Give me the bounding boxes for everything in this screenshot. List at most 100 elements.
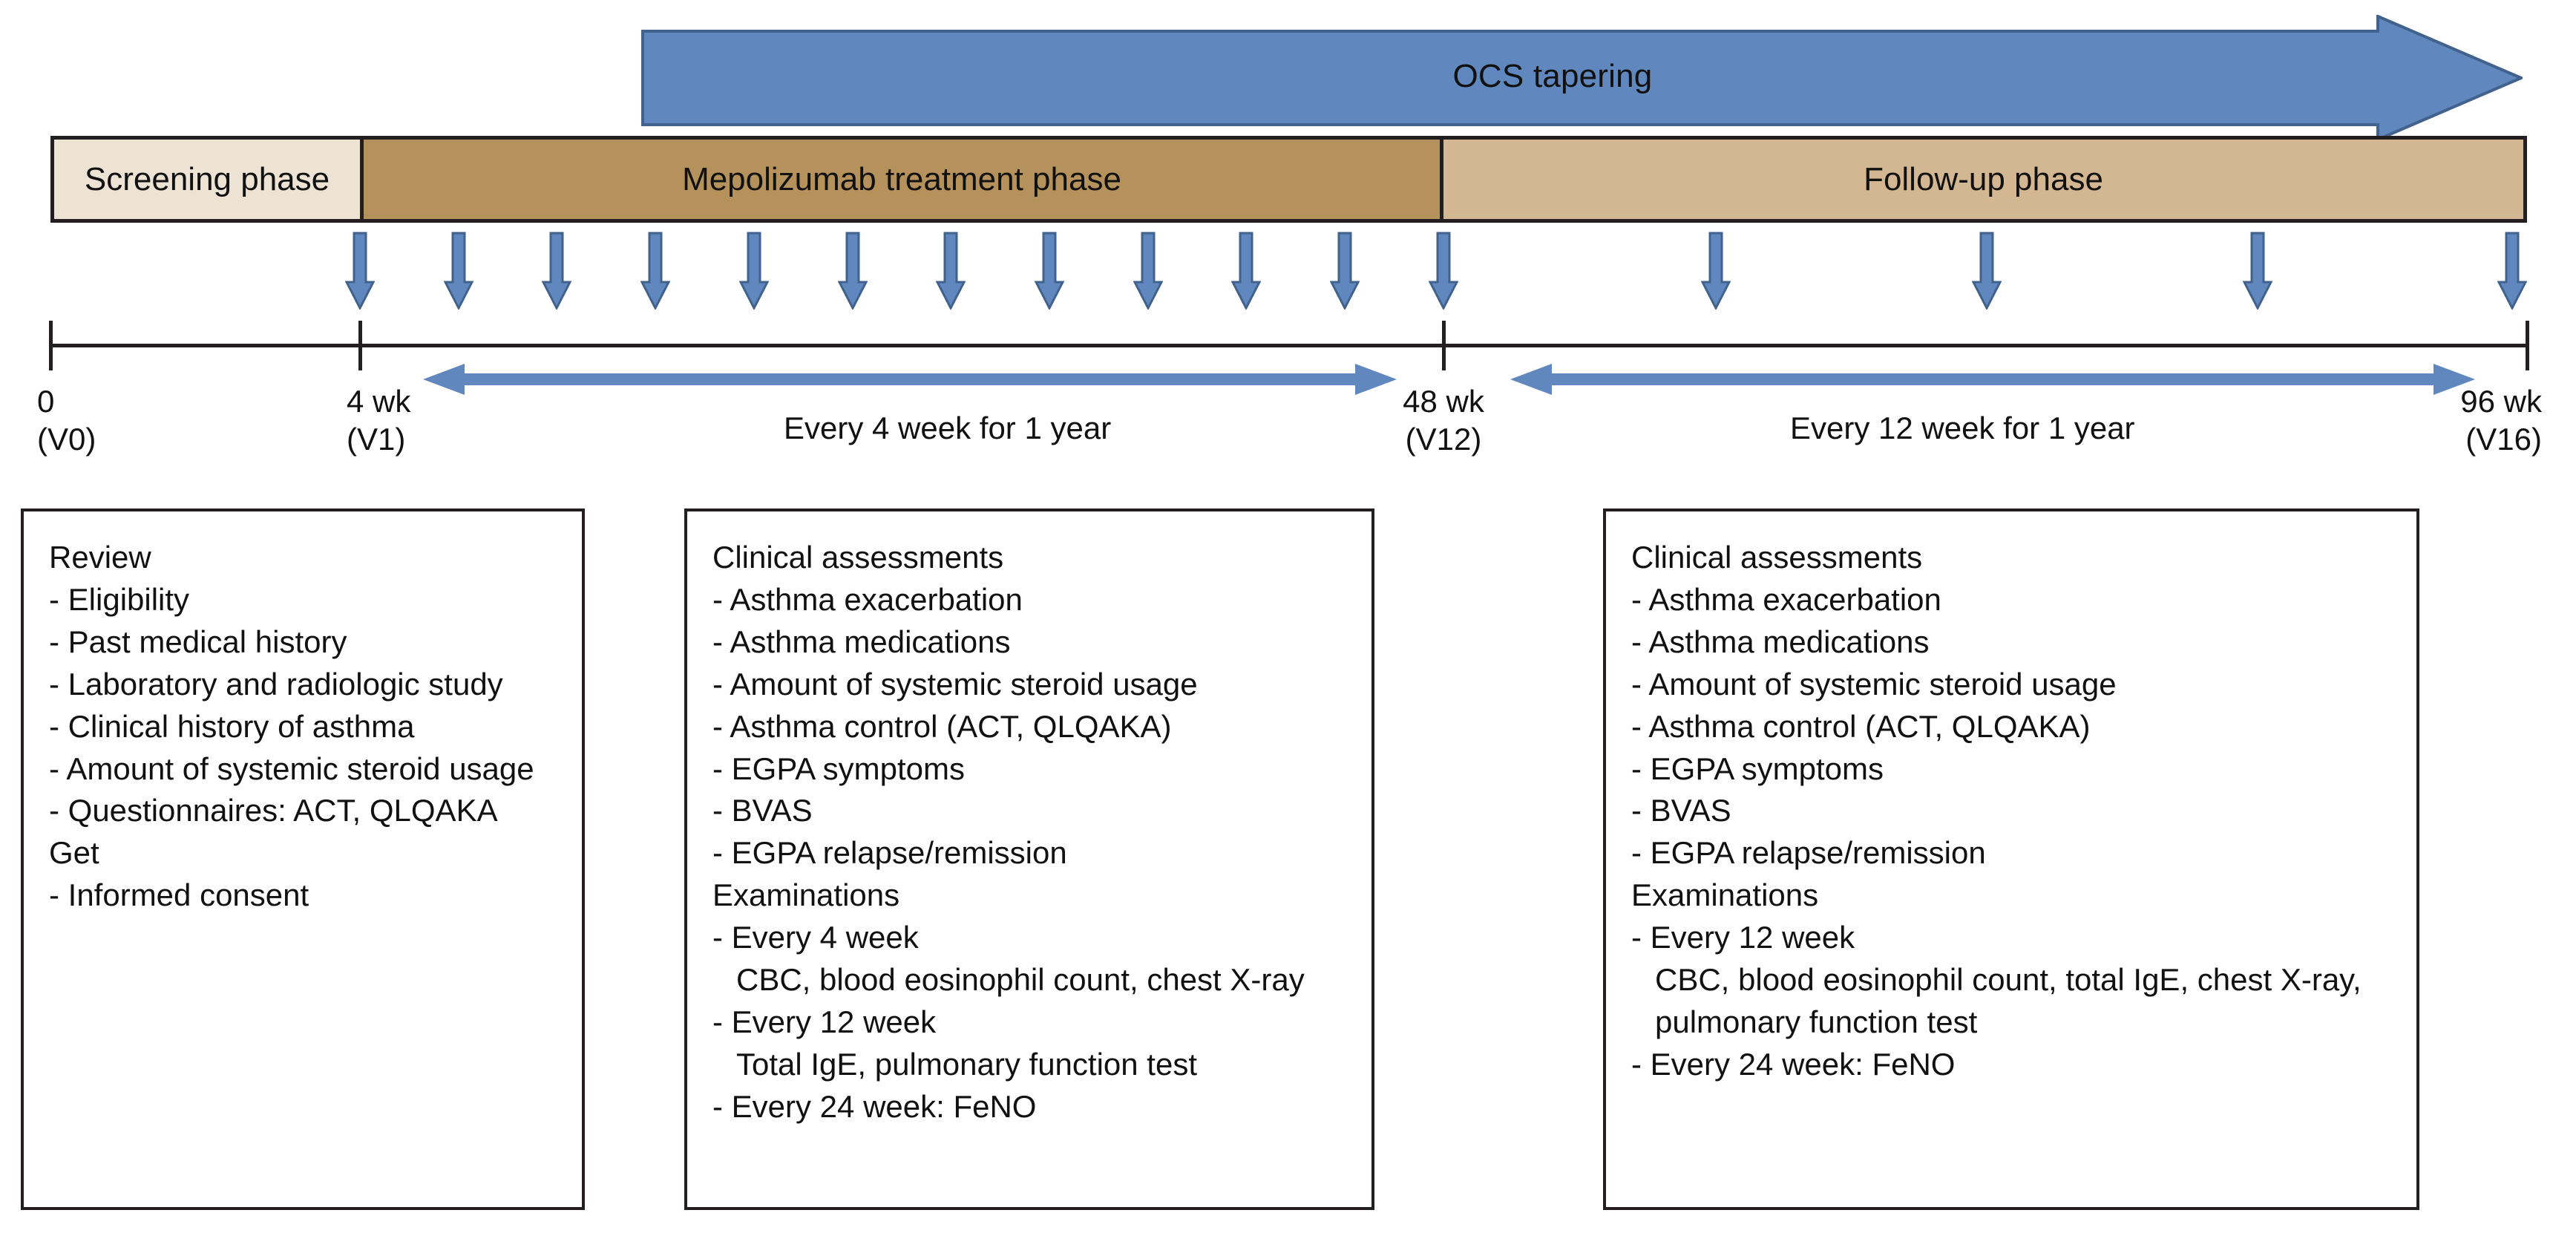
- screening-box-line-2: - Eligibility: [49, 581, 190, 617]
- timeline-tick-0: [49, 321, 53, 370]
- treatment-box-line-11: CBC, blood eosinophil count, chest X-ray: [736, 962, 1305, 998]
- screening-assessment-box: Review - Eligibility - Past medical histor…: [21, 509, 585, 1210]
- treatment-box-line-13: Total IgE, pulmonary function test: [736, 1046, 1197, 1082]
- timeline-tick-label-2: 48 wk(V12): [1362, 382, 1525, 458]
- down-arrow-icon: [542, 232, 572, 310]
- dose-arrow-12: [1428, 232, 1458, 310]
- tick-visit: (V12): [1405, 422, 1482, 457]
- screening-box-line-1: Review: [49, 540, 151, 575]
- down-arrow-icon: [1034, 232, 1064, 310]
- down-arrow-icon: [2243, 232, 2272, 310]
- dose-arrow-7: [936, 232, 966, 310]
- dose-arrow-5: [738, 232, 769, 310]
- down-arrow-icon: [837, 232, 868, 310]
- ocs-tapering-arrow: OCS tapering: [641, 13, 2526, 143]
- treatment-box-line-7: - BVAS: [712, 793, 813, 828]
- dose-arrow-16: [2497, 232, 2527, 310]
- down-arrow-icon: [1231, 232, 1262, 310]
- dose-arrow-4: [640, 232, 671, 310]
- followup-box-line-6: - EGPA symptoms: [1631, 751, 1884, 786]
- followup-box-line-1: Clinical assessments: [1631, 540, 1923, 575]
- treatment-box-line-10: - Every 4 week: [712, 920, 919, 955]
- tick-week: 4 wk: [347, 384, 411, 419]
- timeline-tick-1: [358, 321, 362, 370]
- treatment-box-line-12: - Every 12 week: [712, 1004, 937, 1039]
- down-arrow-icon: [1428, 232, 1458, 310]
- down-arrow-icon: [936, 232, 966, 310]
- dose-arrow-2: [443, 232, 473, 310]
- tick-week: 0: [37, 384, 55, 419]
- double-headed-arrow-icon: [423, 364, 1397, 395]
- double-headed-arrow-icon: [1510, 364, 2475, 395]
- followup-assessment-box: Clinical assessments - Asthma exacerbatio…: [1603, 509, 2419, 1210]
- followup-box-line-12: pulmonary function test: [1655, 1004, 1978, 1039]
- dose-arrow-10: [1231, 232, 1262, 310]
- dose-arrow-6: [837, 232, 868, 310]
- followup-box-line-11: CBC, blood eosinophil count, total IgE, …: [1655, 962, 2362, 998]
- phase-followup: Follow-up phase: [1443, 140, 2523, 219]
- tick-visit: (V16): [2465, 422, 2542, 457]
- followup-box-line-13: - Every 24 week: FeNO: [1631, 1046, 1956, 1082]
- treatment-box-line-9: Examinations: [712, 877, 900, 913]
- screening-box-line-6: - Amount of systemic steroid usage: [49, 751, 534, 786]
- ocs-tapering-label: OCS tapering: [1452, 57, 1653, 94]
- followup-box-line-9: Examinations: [1631, 877, 1819, 913]
- treatment-box-line-2: - Asthma exacerbation: [712, 581, 1023, 617]
- dose-arrow-9: [1133, 232, 1163, 310]
- dose-arrow-1: [345, 232, 375, 310]
- screening-box-line-3: - Past medical history: [49, 624, 347, 659]
- dose-arrow-14: [1972, 232, 2002, 310]
- timeline-tick-3: [2526, 321, 2529, 370]
- followup-box-line-2: - Asthma exacerbation: [1631, 581, 1941, 617]
- treatment-box-line-3: - Asthma medications: [712, 624, 1011, 659]
- timeline-tick-label-1: 4 wk(V1): [347, 382, 410, 458]
- followup-box-line-10: - Every 12 week: [1631, 920, 1855, 955]
- screening-box-line-7: - Questionnaires: ACT, QLQAKA: [49, 793, 498, 828]
- treatment-box-line-14: - Every 24 week: FeNO: [712, 1088, 1037, 1124]
- treatment-box-line-6: - EGPA symptoms: [712, 751, 965, 786]
- screening-box-line-5: - Clinical history of asthma: [49, 708, 415, 744]
- down-arrow-icon: [738, 232, 769, 310]
- followup-box-line-5: - Asthma control (ACT, QLQAKA): [1631, 708, 2091, 744]
- followup-span-caption: Every 12 week for 1 year: [1790, 411, 2135, 445]
- followup-box-line-4: - Amount of systemic steroid usage: [1631, 666, 2117, 702]
- down-arrow-icon: [2497, 232, 2527, 310]
- screening-box-line-4: - Laboratory and radiologic study: [49, 666, 503, 702]
- down-arrow-icon: [1133, 232, 1163, 310]
- timeline-axis: [50, 344, 2527, 347]
- followup-box-line-3: - Asthma medications: [1631, 624, 1930, 659]
- treatment-box-line-1: Clinical assessments: [712, 540, 1004, 575]
- dose-arrow-11: [1330, 232, 1360, 310]
- treatment-box-line-4: - Amount of systemic steroid usage: [712, 666, 1198, 702]
- tick-visit: (V0): [37, 422, 96, 457]
- treatment-span-arrow: [423, 362, 1397, 396]
- right-block-arrow-icon: [641, 13, 2526, 143]
- phase-screening: Screening phase: [54, 140, 364, 219]
- down-arrow-icon: [345, 232, 375, 310]
- down-arrow-icon: [640, 232, 671, 310]
- tick-week: 96 wk: [2460, 384, 2542, 419]
- dose-arrow-8: [1034, 232, 1064, 310]
- timeline-tick-2: [1442, 321, 1446, 370]
- followup-box-line-7: - BVAS: [1631, 793, 1731, 828]
- treatment-span-caption: Every 4 week for 1 year: [784, 411, 1112, 445]
- dose-arrow-3: [542, 232, 572, 310]
- phase-bar: Screening phase Mepolizumab treatment ph…: [50, 136, 2527, 223]
- treatment-box-line-5: - Asthma control (ACT, QLQAKA): [712, 708, 1172, 744]
- phase-treatment: Mepolizumab treatment phase: [364, 140, 1443, 219]
- tick-visit: (V1): [347, 422, 406, 457]
- down-arrow-icon: [443, 232, 473, 310]
- tick-week: 48 wk: [1403, 384, 1484, 419]
- treatment-box-line-8: - EGPA relapse/remission: [712, 835, 1067, 871]
- dose-arrow-13: [1701, 232, 1731, 310]
- dose-arrow-15: [2243, 232, 2272, 310]
- timeline-tick-label-0: 0(V0): [37, 382, 96, 458]
- down-arrow-icon: [1330, 232, 1360, 310]
- down-arrow-icon: [1972, 232, 2002, 310]
- followup-box-line-8: - EGPA relapse/remission: [1631, 835, 1986, 871]
- screening-box-line-8: Get: [49, 835, 99, 871]
- down-arrow-icon: [1701, 232, 1731, 310]
- treatment-assessment-box: Clinical assessments - Asthma exacerbatio…: [684, 509, 1374, 1210]
- timeline-tick-label-3: 96 wk(V16): [2393, 382, 2542, 458]
